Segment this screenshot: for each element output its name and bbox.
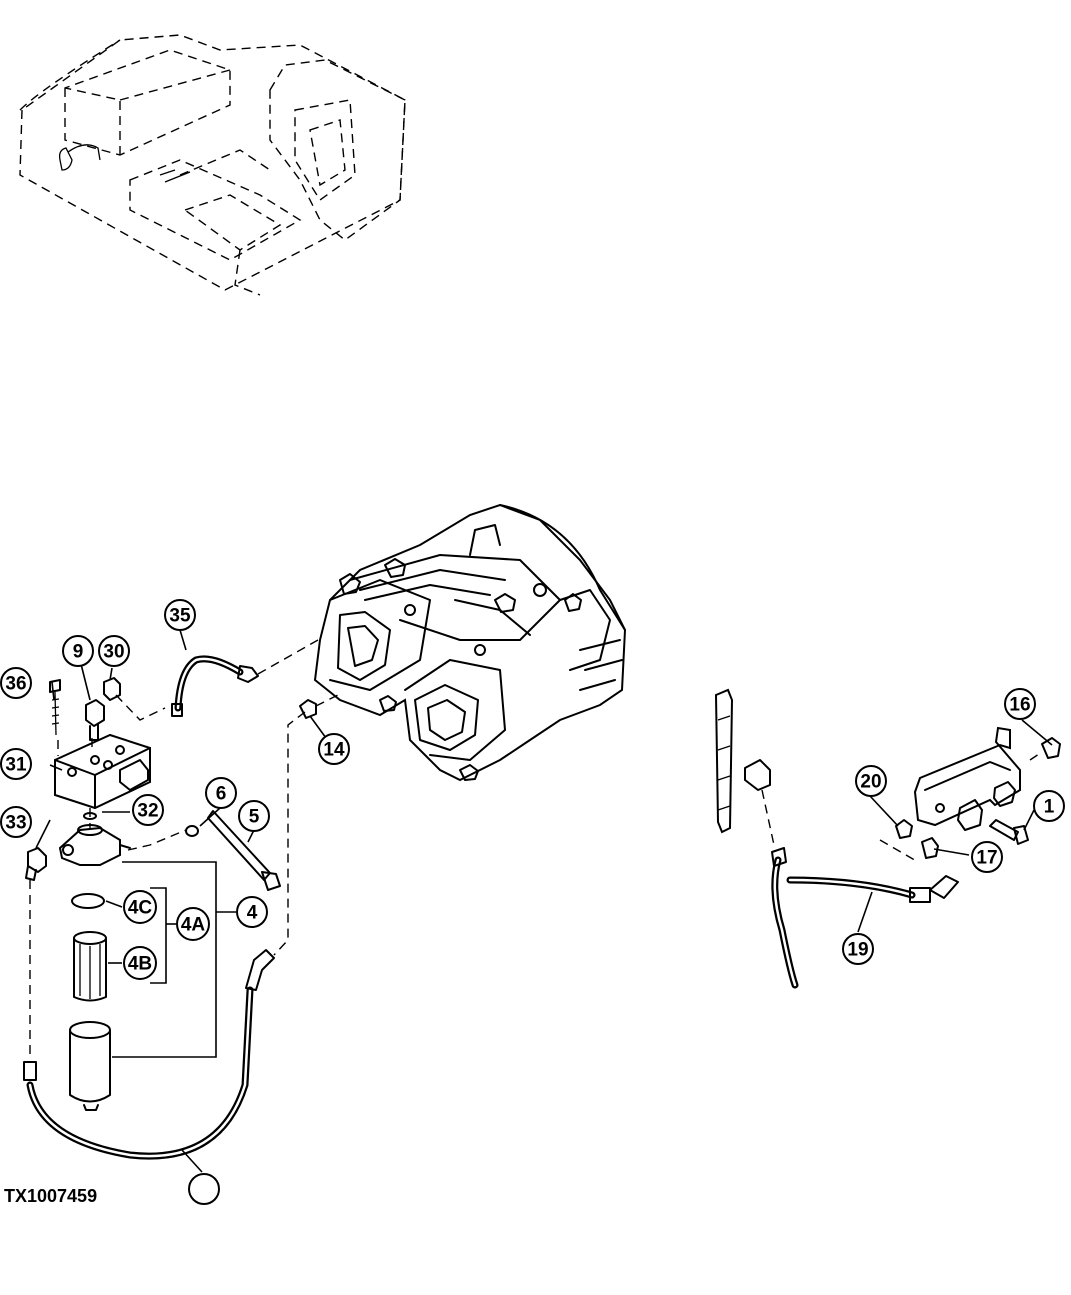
callout-31: 36 (0, 667, 32, 699)
callout-label: 30 (103, 642, 124, 663)
callout-6: 6 (205, 777, 237, 809)
callout-5: 5 (238, 800, 270, 832)
leader-lines (35, 629, 1053, 1173)
callout-32: 32 (132, 794, 164, 826)
valve-assembly (714, 688, 1061, 989)
callout-label: 20 (860, 772, 881, 793)
callout-label: 19 (847, 940, 868, 961)
callout-20: 20 (855, 765, 887, 797)
callout-36 (188, 1173, 220, 1205)
callout-label: 17 (976, 848, 997, 869)
callout-label: 14 (323, 740, 345, 761)
callout-4: 4 (236, 896, 268, 928)
machine-overview (19, 34, 406, 296)
callout-label: 4B (128, 954, 152, 975)
callout-label: 31 (5, 755, 27, 776)
callout-9: 14 (318, 733, 350, 765)
callout-4B: 4B (123, 946, 157, 980)
callout-label: 5 (249, 807, 260, 828)
callout-label: 4A (181, 915, 206, 936)
callout-30: 31 (0, 748, 32, 780)
callout-label: 4C (128, 898, 153, 919)
callout-1: 1 (1033, 790, 1065, 822)
callout-label: 33 (5, 813, 26, 834)
hydraulic-pump (313, 503, 627, 782)
callout-label: 32 (137, 801, 158, 822)
callout-17: 17 (971, 841, 1003, 873)
figure-id: TX1007459 (4, 1186, 97, 1206)
callout-label: 16 (1009, 695, 1030, 716)
callout-4A: 4A (176, 907, 210, 941)
callout-label: 1 (1044, 797, 1055, 818)
callout-35: 35 (164, 599, 196, 631)
filter-assembly (23, 639, 341, 1160)
callout-label: 9 (73, 642, 84, 663)
callout-19: 19 (842, 933, 874, 965)
callout-label: 6 (216, 784, 227, 805)
callout-33: 33 (0, 806, 32, 838)
callout-16: 16 (1004, 688, 1036, 720)
callout-label: 4 (247, 903, 258, 924)
callout-label: 36 (5, 674, 26, 695)
callout-28: 30 (98, 635, 130, 667)
callout-4C: 4C (123, 890, 157, 924)
callout-label: 35 (169, 606, 191, 627)
callout-14: 9 (62, 635, 94, 667)
